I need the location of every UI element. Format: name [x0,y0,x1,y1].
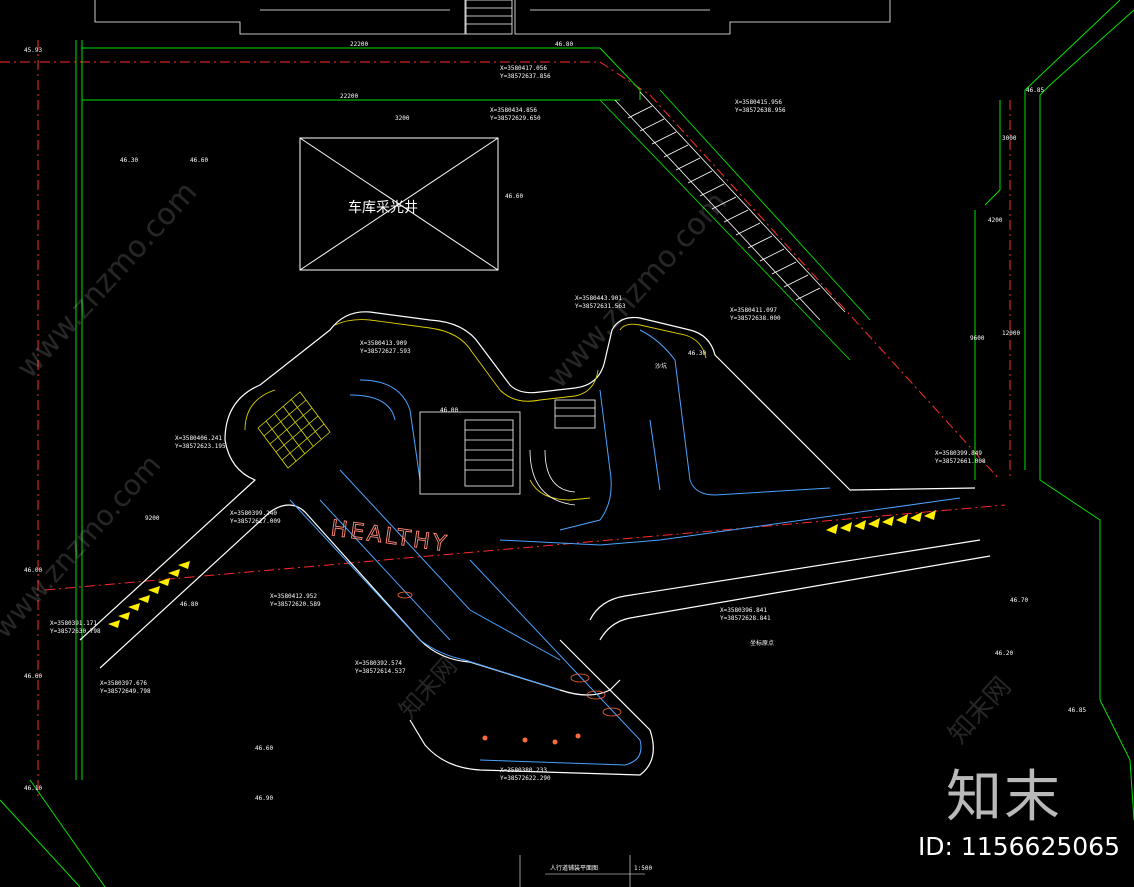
elevation-label: 46.60 [255,745,273,752]
id-watermark: ID: 1156625065 [917,832,1120,861]
sandpit-label: 沙坑 [655,362,667,370]
coord-label: X=3580415.956 [735,99,782,106]
pathway-outer [79,311,991,776]
coord-label: X=3580417.056 [500,65,547,72]
elevation-label: 46.60 [505,193,523,200]
dim-label: 3000 [1002,135,1017,142]
direction-arrows-right [826,510,936,534]
coord-label: Y=38572623.195 [175,443,226,450]
elevation-label: 46.70 [1010,597,1028,604]
dim-label: 22200 [350,41,368,48]
coord-label: X=3580399.849 [935,450,982,457]
elevation-label: 46.90 [255,795,273,802]
coord-label: Y=38572638.956 [735,107,786,114]
central-structure [419,399,596,506]
elevation-label: 46.60 [190,157,208,164]
coord-label: X=3580397.676 [100,680,147,687]
watermark-site: www.znzmo.com [540,185,734,395]
coord-label: Y=38572637.856 [500,73,551,80]
dim-label: 9200 [145,515,160,522]
elevation-label: 46.20 [995,650,1013,657]
coord-label: Y=38572628.841 [720,615,771,622]
elevation-label: 45.93 [24,47,42,54]
yellow-lanes [244,319,707,501]
elevation-label: 46.10 [24,785,42,792]
dim-label: 3200 [395,115,410,122]
elevation-label: 46.85 [1068,707,1086,714]
coord-label: X=3580412.952 [270,593,317,600]
dim-label: 46.80 [180,601,198,608]
coord-label: X=3580380.233 [500,767,547,774]
coord-label: Y=38572638.000 [730,315,781,322]
top-building [94,0,891,35]
coord-label: X=3580413.909 [360,340,407,347]
coord-label: Y=38572627.593 [360,348,411,355]
coord-label: X=3580443.901 [575,295,622,302]
pathway-inner [289,329,961,766]
dim-label: 22200 [340,93,358,100]
watermark-site: 知末网 [943,672,1017,750]
watermark-site: 知末网 [394,652,463,724]
drawing-title: 人行道铺装平面图 [550,864,598,872]
stair-outline [599,89,871,361]
paving-grid [257,391,331,469]
coord-label: Y=38572661.008 [935,458,986,465]
watermark-site: www.znzmo.com [10,175,204,385]
coord-label: Y=38572629.650 [490,115,541,122]
coord-point-label: 坐标原点 [750,639,774,647]
direction-arrows-left [108,561,190,628]
watermark-site: www.znzmo.com [0,448,167,645]
coord-label: X=3580399.240 [230,510,277,517]
coord-label: Y=38572627.009 [230,518,281,525]
drawing-scale: 1:500 [634,865,652,872]
elevation-label: 46.00 [440,407,458,414]
coord-label: Y=38572630.798 [50,628,101,635]
title-underline [519,855,645,887]
decorative-dots [482,733,581,745]
coord-label: Y=38572631.563 [575,303,626,310]
elevation-label: 46.00 [24,567,42,574]
coord-label: X=3580391.171 [50,620,97,627]
diagonal-stairs [614,91,846,321]
dim-label: 9600 [970,335,985,342]
property-lines [0,40,1011,800]
coord-label: Y=38572614.537 [355,668,406,675]
coord-label: Y=38572649.798 [100,688,151,695]
brand-watermark: 知末 [946,765,1062,830]
dim-label: 46.80 [555,41,573,48]
elevation-label: 46.85 [1026,87,1044,94]
skylight-label: 车库采光井 [348,199,418,216]
elevation-label: 46.60 [24,673,42,680]
healthy-text: HEALTHY [329,516,450,557]
elevation-label: 46.30 [688,350,706,357]
coord-label: X=3580434.856 [490,107,537,114]
coord-label: X=3580392.574 [355,660,402,667]
decorative-ovals [397,591,622,717]
coord-label: X=3580396.841 [720,607,767,614]
dim-label: 4200 [988,217,1003,224]
coord-label: X=3580411.097 [730,307,777,314]
garage-skylight [299,137,499,271]
coord-label: Y=38572620.589 [270,601,321,608]
coord-label: X=3580406.241 [175,435,222,442]
elevation-label: 46.30 [120,157,138,164]
coord-label: Y=38572622.290 [500,775,551,782]
dim-label: 12000 [1002,330,1020,337]
